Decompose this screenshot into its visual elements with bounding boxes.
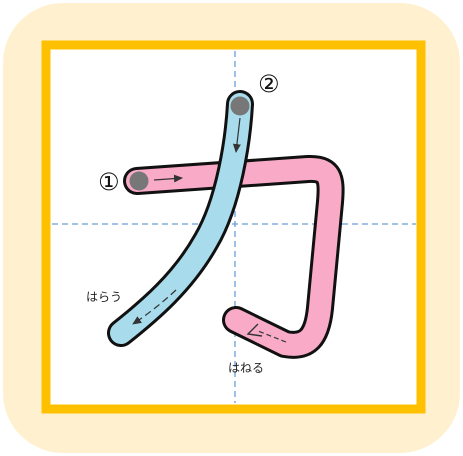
stroke-1-technique-label: はねる xyxy=(228,361,264,375)
stroke-2-sweep-arrow xyxy=(132,289,177,325)
stroke-1-hook-dashed-line xyxy=(257,330,287,343)
stroke-1-hook-arrowhead xyxy=(246,323,263,337)
stroke-2-body xyxy=(110,93,251,344)
stroke-2-technique-label: はらう xyxy=(86,290,122,304)
stroke-1-direction-arrow xyxy=(153,174,183,183)
stroke-1-start-dot xyxy=(129,171,149,191)
stroke-2-start-dot xyxy=(230,96,250,116)
stroke-2-order-number: ② xyxy=(258,70,280,98)
stroke-1 xyxy=(123,154,345,359)
stroke-2 xyxy=(107,90,254,347)
stroke-1-order-number: ① xyxy=(98,168,120,196)
stroke-1-body xyxy=(126,157,342,356)
practice-frame xyxy=(41,40,426,414)
stroke-2-direction-arrow xyxy=(232,117,241,153)
